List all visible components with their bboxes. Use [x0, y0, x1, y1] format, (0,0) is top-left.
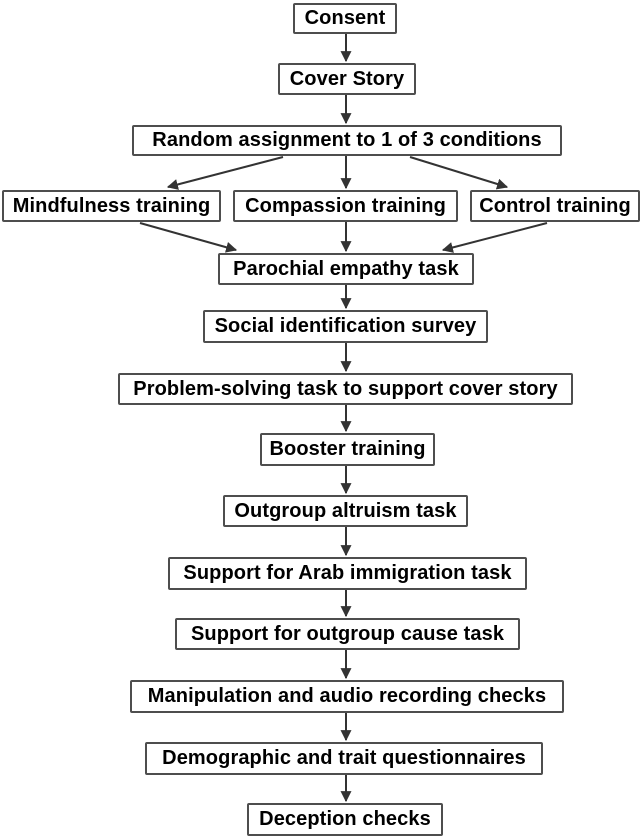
node-control-training-label: Control training — [479, 194, 631, 217]
node-cover-story-label: Cover Story — [289, 67, 405, 90]
node-random-assignment-label: Random assignment to 1 of 3 conditions — [152, 129, 542, 151]
node-deception-checks-label: Deception checks — [259, 808, 431, 830]
arrow-random-assignment-to-mindfulness-training — [166, 156, 284, 190]
node-control-training: Control training — [470, 190, 640, 222]
node-cover-story: Cover Story — [278, 63, 416, 95]
node-manipulation-audio-checks-label: Manipulation and audio recording checks — [147, 685, 547, 707]
node-support-arab-immigration-task: Support for Arab immigration task — [168, 557, 527, 590]
node-problem-solving-task: Problem-solving task to support cover st… — [118, 373, 573, 405]
node-deception-checks: Deception checks — [247, 803, 443, 836]
node-consent-label: Consent — [304, 7, 386, 29]
arrow-random-assignment-to-control-training — [409, 156, 509, 190]
node-outgroup-altruism-task: Outgroup altruism task — [223, 495, 468, 527]
node-social-identification-survey: Social identification survey — [203, 310, 488, 343]
node-booster-training: Booster training — [260, 433, 435, 466]
node-mindfulness-training: Mindfulness training — [2, 190, 221, 222]
node-manipulation-audio-checks: Manipulation and audio recording checks — [130, 680, 564, 713]
node-problem-solving-task-label: Problem-solving task to support cover st… — [133, 377, 558, 400]
node-compassion-training: Compassion training — [233, 190, 458, 222]
arrow-control-training-to-parochial-empathy — [441, 222, 548, 253]
node-booster-training-label: Booster training — [269, 438, 426, 460]
node-support-outgroup-cause-task-label: Support for outgroup cause task — [190, 622, 505, 645]
node-outgroup-altruism-task-label: Outgroup altruism task — [234, 499, 457, 522]
node-demographic-trait-questionnaires: Demographic and trait questionnaires — [145, 742, 543, 775]
node-random-assignment: Random assignment to 1 of 3 conditions — [132, 125, 562, 156]
node-compassion-training-label: Compassion training — [245, 194, 446, 217]
node-demographic-trait-questionnaires-label: Demographic and trait questionnaires — [162, 747, 526, 769]
node-social-identification-survey-label: Social identification survey — [214, 315, 477, 337]
node-parochial-empathy-task: Parochial empathy task — [218, 253, 474, 285]
node-consent: Consent — [293, 3, 397, 34]
node-parochial-empathy-task-label: Parochial empathy task — [233, 257, 459, 280]
arrow-mindfulness-training-to-parochial-empathy — [139, 222, 238, 253]
node-mindfulness-training-label: Mindfulness training — [12, 194, 211, 217]
node-support-outgroup-cause-task: Support for outgroup cause task — [175, 618, 520, 650]
node-support-arab-immigration-task-label: Support for Arab immigration task — [183, 562, 512, 584]
